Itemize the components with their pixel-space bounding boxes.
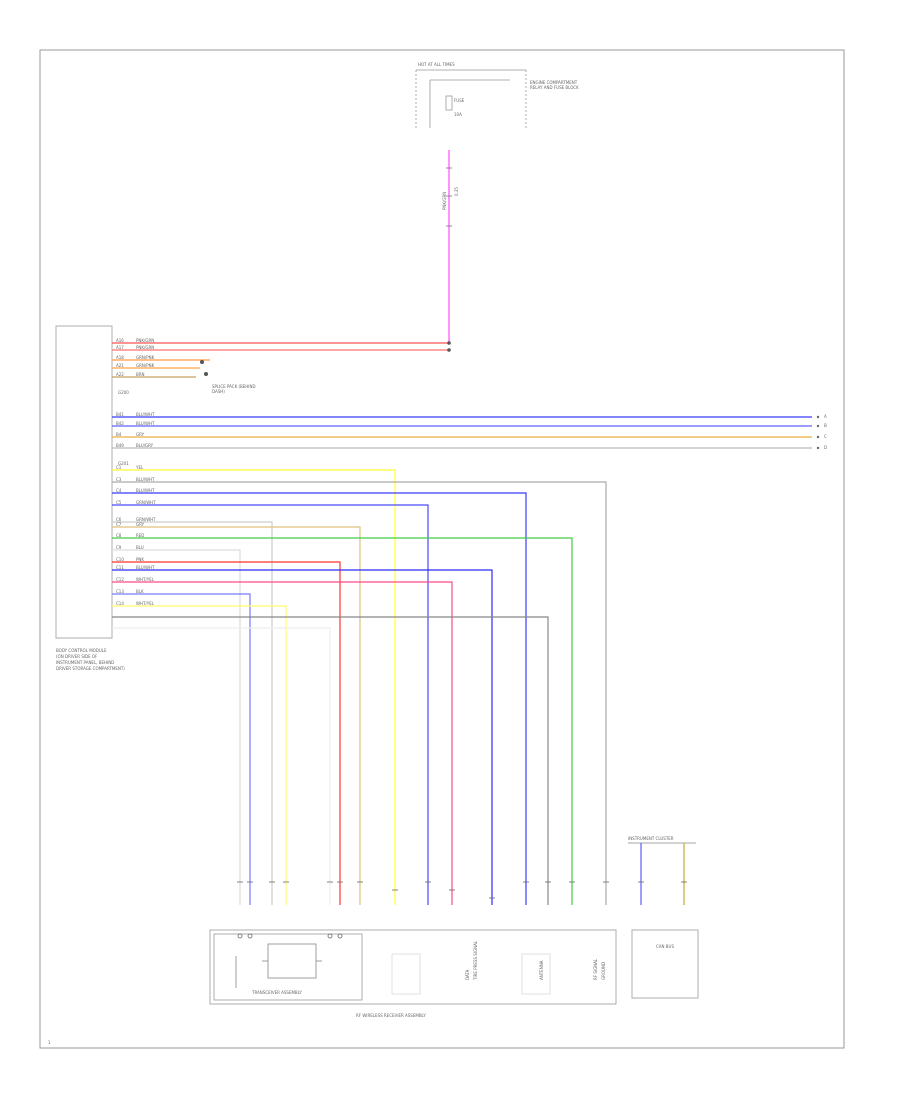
transceiver-box: [213, 933, 363, 1001]
bus-wires: [112, 416, 812, 449]
pin-number: A18: [116, 355, 124, 360]
pin-number: C8: [116, 533, 122, 538]
module-note-3: DRIVER STORAGE COMPARTMENT): [56, 666, 125, 671]
pin-wire-color: PNK: [136, 557, 145, 562]
pin-wire-color: BLU/GRY: [136, 443, 154, 448]
pin-number: C1: [116, 465, 122, 470]
pin-wire-color: GRN/PNK: [136, 355, 155, 360]
module-title: BODY CONTROL MODULE: [56, 648, 107, 653]
fuse-box: [415, 69, 527, 130]
pin-wire-color: BLU/WHT: [136, 477, 155, 482]
pin-number: C13: [116, 589, 124, 594]
pin-wire-color: GRY: [136, 522, 145, 527]
pin-number: C5: [116, 500, 122, 505]
pin-number: C12: [116, 577, 124, 582]
transceiver-core: [267, 943, 317, 979]
pin-wire-color: GRN/PNK: [136, 363, 155, 368]
pin-wire-color: BLU/WHT: [136, 412, 155, 417]
assembly-label: RF WIRELESS RECEIVER ASSEMBLY: [356, 1013, 426, 1018]
power-wire-color: PNK/GRN: [442, 191, 447, 210]
module-note-1: (ON DRIVER SIDE OF: [56, 654, 98, 659]
pin-wire-color: WHT/YEL: [136, 601, 154, 606]
pin-number: C10: [116, 557, 124, 562]
pin-number: B4: [116, 432, 122, 437]
stack-label-5: GROUND: [601, 961, 606, 980]
diagram-frame: [39, 49, 845, 1049]
pin-number: A22: [116, 372, 124, 377]
continue-mark-c: C: [824, 434, 827, 439]
pin-number: C9: [116, 545, 122, 550]
c-pin-wires: [112, 469, 607, 905]
receiver-assembly-box: [209, 929, 617, 1005]
pin-wire-color: BLK: [136, 589, 144, 594]
pin-wire-color: GRY: [136, 432, 145, 437]
bus-end-arrows: [816, 415, 820, 450]
fuse-header: HOT AT ALL TIMES: [418, 62, 455, 67]
splice-note: SPLICE PACK (BEHIND DASH): [212, 384, 256, 394]
pin-wire-color: BLU: [136, 545, 144, 550]
pin-number: C4: [116, 488, 122, 493]
pin-wire-color: WHT/YEL: [136, 577, 154, 582]
ground-label-1: G200: [118, 390, 129, 395]
stack-label-4: RF SIGNAL: [593, 958, 598, 980]
pin-number: A17: [116, 345, 124, 350]
pin-wire-color: GRN/WHT: [136, 517, 156, 522]
transceiver-label: TRANSCEIVER ASSEMBLY: [252, 990, 302, 995]
pin-wire-color: YEL: [136, 465, 144, 470]
drop-marks: [237, 881, 609, 899]
fuse-side-note: ENGINE COMPARTMENT RELAY AND FUSE BLOCK: [530, 80, 579, 90]
sensor-box-b: [521, 953, 551, 995]
power-wire-marks: [446, 167, 452, 227]
pin-wire-color: PNK/GRN: [136, 338, 155, 343]
pin-wire-color: BLU/WHT: [136, 421, 155, 426]
stack-label-3: ANTENNA: [539, 960, 544, 980]
pin-number: A16: [116, 338, 124, 343]
pin-wire-color: RED: [136, 533, 145, 538]
pin-number: C6: [116, 517, 122, 522]
body-control-module: [55, 325, 113, 639]
stack-label-1: DATA: [465, 969, 470, 980]
continue-mark-d: D: [824, 445, 828, 450]
pin-wire-color: BLU/WHT: [136, 565, 155, 570]
pin-number: C7: [116, 522, 122, 527]
pin-wire-color: GRN/WHT: [136, 500, 156, 505]
pin-number: C11: [116, 565, 124, 570]
pin-number: A21: [116, 363, 124, 368]
ground-label-2: G201: [118, 461, 129, 466]
antenna-header: INSTRUMENT CLUSTER: [628, 836, 674, 841]
power-wire-gauge: 0.35: [454, 187, 459, 196]
fuse-name: FUSE: [454, 98, 465, 103]
pin-number: C14: [116, 601, 124, 606]
stack-label-2: TIRE PRESS SIGNAL: [473, 940, 478, 980]
pin-wire-color: BLU/WHT: [136, 488, 155, 493]
fuse-rating: 10A: [454, 112, 462, 117]
antenna-label: CAN BUS: [656, 944, 675, 949]
continue-mark-a: A: [824, 414, 827, 419]
pin-number: B42: [116, 421, 124, 426]
pin-number: B41: [116, 412, 124, 417]
pin-wire-color: BRN: [136, 372, 145, 377]
pin-number: B49: [116, 443, 124, 448]
module-top-wires: [112, 342, 449, 378]
continue-mark-b: B: [824, 423, 827, 428]
module-note-2: INSTRUMENT PANEL, BEHIND: [56, 660, 115, 665]
page-id: 1: [48, 1040, 51, 1045]
pin-wire-color: PNK/GRN: [136, 345, 155, 350]
antenna-assembly: [628, 842, 699, 999]
sensor-box-a: [391, 953, 421, 995]
pin-number: C3: [116, 477, 122, 482]
